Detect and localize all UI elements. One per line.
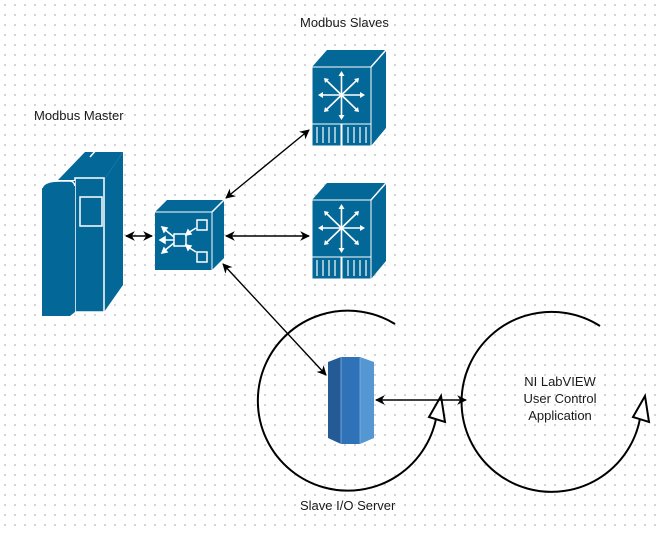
server-cylinder-icon[interactable]	[328, 357, 374, 444]
connector-switch-server	[222, 263, 327, 376]
labview-app-label-line3: Application	[528, 408, 592, 423]
labview-app-label-line1: NI LabVIEW	[524, 374, 596, 389]
mainframe-server-icon[interactable]	[41, 148, 123, 316]
slave-io-server-label: Slave I/O Server	[300, 498, 396, 513]
modbus-slaves-label: Modbus Slaves	[300, 15, 389, 30]
switch-icon[interactable]	[155, 199, 225, 270]
multilayer-switch-icon[interactable]	[311, 49, 387, 147]
modbus-master-label: Modbus Master	[34, 108, 124, 123]
labview-app-label-line2: User Control	[524, 391, 597, 406]
multilayer-switch-icon[interactable]	[311, 182, 387, 280]
process-loop-icon	[460, 310, 651, 493]
connector-switch-slave1	[225, 129, 310, 199]
